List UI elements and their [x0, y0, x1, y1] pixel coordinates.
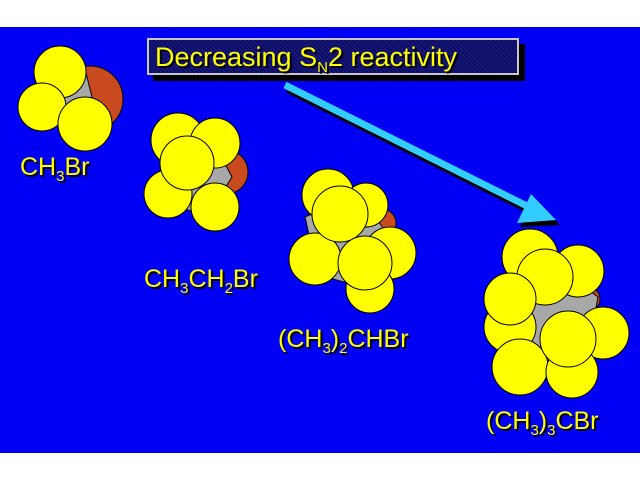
- label-subscript: 3: [322, 340, 331, 357]
- label-subscript: 2: [339, 340, 348, 357]
- title-subscript: N: [317, 59, 328, 76]
- molecule-ch3-2chbr: [288, 168, 417, 314]
- label-ch3ch2br: CH3CH2Br: [144, 265, 258, 297]
- label-part: ): [330, 325, 340, 353]
- label-part: CH: [144, 265, 181, 293]
- label-subscript: 3: [56, 168, 65, 185]
- molecule-ch3ch2br: [143, 112, 249, 232]
- title-suffix: 2 reactivity: [327, 42, 457, 72]
- label-part: CH: [188, 265, 225, 293]
- reactivity-arrow: [283, 81, 560, 227]
- label-subscript: 3: [180, 280, 189, 297]
- label-part: CH: [20, 153, 57, 181]
- title-text: Decreasing SN2 reactivity: [155, 42, 457, 77]
- label-ch3-2chbr: (CH3)2CHBr: [278, 325, 409, 357]
- label-ch3br: CH3Br: [20, 153, 90, 185]
- label-subscript: 3: [547, 422, 556, 439]
- label-subscript: 2: [224, 280, 233, 297]
- label-ch3-3cbr: (CH3)3CBr: [486, 407, 599, 439]
- label-part: CHBr: [347, 325, 409, 353]
- label-part: ): [538, 407, 548, 435]
- label-part: (CH: [486, 407, 531, 435]
- label-part: Br: [232, 265, 258, 293]
- title-box: Decreasing SN2 reactivity: [147, 38, 519, 77]
- label-part: Br: [64, 153, 90, 181]
- label-part: (CH: [278, 325, 323, 353]
- title-prefix: Decreasing S: [155, 42, 318, 72]
- molecule-ch3-3cbr: [483, 228, 630, 399]
- molecule-art: [17, 45, 630, 399]
- label-subscript: 3: [530, 422, 539, 439]
- label-part: CBr: [555, 407, 599, 435]
- slide-canvas: Decreasing SN2 reactivity CH3Br CH3CH2Br…: [0, 27, 640, 453]
- molecule-ch3br: [17, 45, 124, 152]
